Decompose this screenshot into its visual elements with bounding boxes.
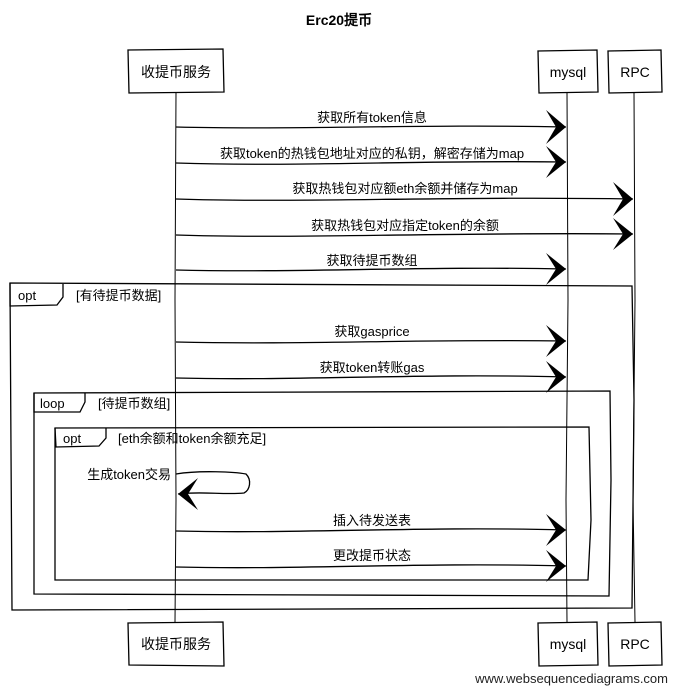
message-9: 插入待发送表 bbox=[175, 513, 567, 546]
svg-text:插入待发送表: 插入待发送表 bbox=[333, 513, 411, 528]
participant-rpc-bottom[interactable]: RPC bbox=[607, 621, 663, 667]
message-10: 更改提币状态 bbox=[175, 548, 567, 582]
svg-text:获取热钱包对应指定token的余额: 获取热钱包对应指定token的余额 bbox=[311, 218, 499, 233]
arrowhead-icon bbox=[546, 514, 566, 546]
arrowhead-icon bbox=[613, 218, 633, 250]
participant-svc-top[interactable]: 收提币服务 bbox=[127, 48, 225, 94]
svg-text:获取热钱包对应额eth余额并储存为map: 获取热钱包对应额eth余额并储存为map bbox=[292, 181, 517, 196]
frame-kind: opt bbox=[18, 288, 36, 303]
message-2: 获取token的热钱包地址对应的私钥，解密存储为map bbox=[175, 146, 567, 178]
svg-text:收提币服务: 收提币服务 bbox=[141, 64, 211, 80]
frame-kind: loop bbox=[40, 396, 65, 411]
svg-text:获取gasprice: 获取gasprice bbox=[334, 324, 409, 339]
svg-text:RPC: RPC bbox=[620, 64, 650, 80]
svg-text:RPC: RPC bbox=[620, 636, 650, 652]
frame-condition: [待提币数组] bbox=[98, 396, 170, 411]
participant-mysql-top[interactable]: mysql bbox=[537, 49, 599, 94]
frame-opt-outer: opt [有待提币数据] bbox=[9, 282, 635, 611]
watermark: www.websequencediagrams.com bbox=[474, 671, 668, 686]
arrowhead-icon bbox=[546, 146, 566, 178]
lifeline-mysql bbox=[565, 91, 569, 623]
message-3: 获取热钱包对应额eth余额并储存为map bbox=[175, 181, 634, 216]
arrowhead-icon bbox=[546, 110, 566, 144]
frame-condition: [eth余额和token余额充足] bbox=[118, 431, 266, 446]
arrowhead-icon bbox=[178, 478, 198, 510]
arrowhead-icon bbox=[546, 325, 566, 357]
message-4: 获取热钱包对应指定token的余额 bbox=[175, 218, 634, 250]
frame-opt-inner: opt [eth余额和token余额充足] bbox=[54, 426, 592, 581]
participant-rpc-top[interactable]: RPC bbox=[607, 49, 663, 94]
svg-text:获取所有token信息: 获取所有token信息 bbox=[317, 110, 427, 125]
frame-kind: opt bbox=[63, 431, 81, 446]
lifeline-svc bbox=[174, 91, 177, 623]
svg-text:获取token转账gas: 获取token转账gas bbox=[320, 360, 425, 375]
svg-text:获取token的热钱包地址对应的私钥，解密存储为map: 获取token的热钱包地址对应的私钥，解密存储为map bbox=[220, 146, 524, 161]
participant-mysql-bottom[interactable]: mysql bbox=[537, 621, 599, 667]
arrowhead-icon bbox=[546, 550, 566, 582]
message-7: 获取token转账gas bbox=[175, 360, 567, 393]
message-8-self: 生成token交易 bbox=[87, 467, 251, 510]
arrowhead-icon bbox=[546, 253, 566, 285]
message-5: 获取待提币数组 bbox=[175, 253, 567, 285]
arrowhead-icon bbox=[546, 361, 566, 393]
message-1: 获取所有token信息 bbox=[175, 110, 567, 144]
svg-text:更改提币状态: 更改提币状态 bbox=[333, 548, 411, 563]
svg-text:获取待提币数组: 获取待提币数组 bbox=[326, 253, 417, 268]
svg-text:mysql: mysql bbox=[550, 636, 587, 652]
frame-loop: loop [待提币数组] bbox=[33, 390, 612, 597]
diagram-title: Erc20提币 bbox=[306, 12, 372, 28]
svg-text:mysql: mysql bbox=[550, 64, 587, 80]
message-6: 获取gasprice bbox=[175, 324, 567, 357]
arrowhead-icon bbox=[613, 182, 633, 216]
svg-text:收提币服务: 收提币服务 bbox=[141, 636, 211, 652]
frame-condition: [有待提币数据] bbox=[76, 288, 161, 303]
svg-text:生成token交易: 生成token交易 bbox=[87, 467, 171, 482]
participant-svc-bottom[interactable]: 收提币服务 bbox=[127, 621, 225, 667]
